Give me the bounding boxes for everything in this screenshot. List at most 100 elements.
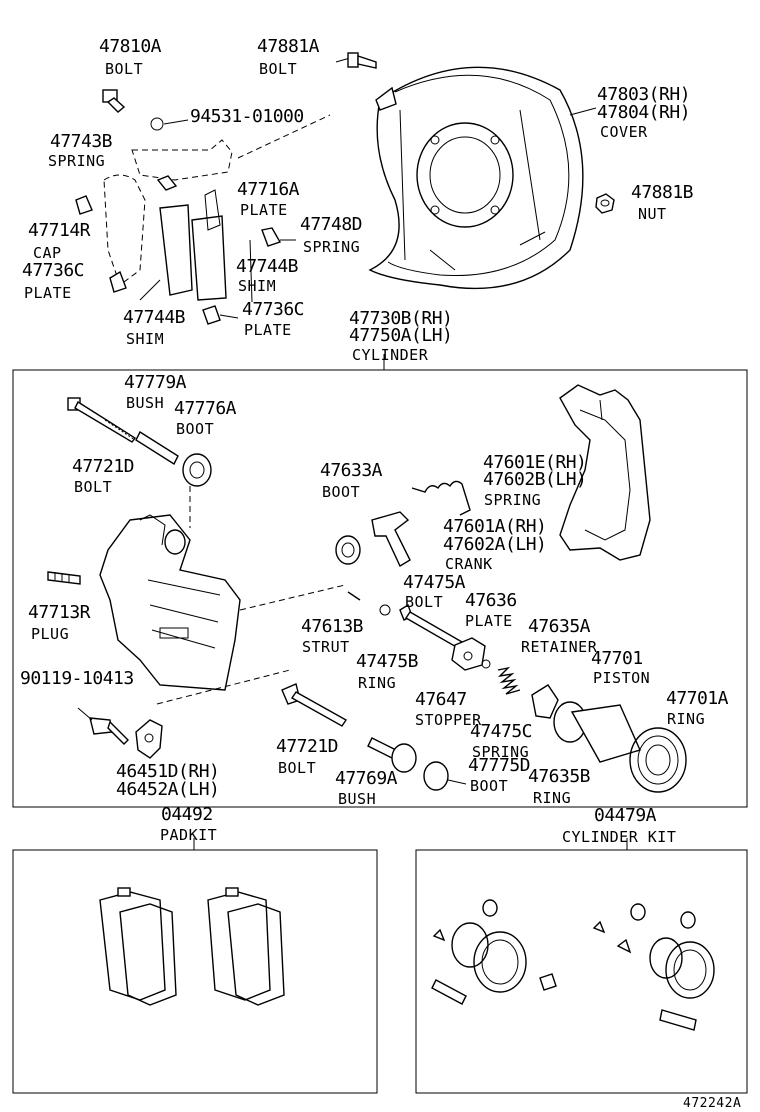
label-47716a-name: PLATE	[240, 201, 288, 219]
label-47721d-bottom-name: BOLT	[278, 759, 317, 777]
label-47881a-pn: 47881A	[257, 36, 320, 57]
label-46451d-pn-lh: 46452A(LH)	[116, 779, 220, 800]
label-47475a-pn: 47475A	[403, 572, 466, 593]
label-47744b-right-name: SHIM	[238, 277, 277, 295]
label-47743b-name: SPRING	[48, 152, 106, 170]
label-47635b-pn: 47635B	[528, 766, 591, 787]
label-47475b-name: RING	[358, 674, 397, 692]
label-47636-name: PLATE	[465, 612, 513, 630]
label-47601e-pn-lh: 47602B(LH)	[483, 469, 587, 490]
label-47636-pn: 47636	[465, 590, 517, 611]
guide-bolt-bottom-shape	[281, 683, 467, 791]
label-47601e-name: SPRING	[484, 491, 542, 509]
label-04479a-name: CYLINDER KIT	[562, 828, 677, 846]
cylinder-kit-box	[415, 849, 748, 1094]
label-47713r-pn: 47713R	[28, 602, 91, 623]
label-47748d-name: SPRING	[303, 238, 361, 256]
label-47721d-top-pn: 47721D	[72, 456, 135, 477]
piston-assembly-shape	[531, 684, 687, 793]
bracket-46451d-shape	[135, 719, 163, 759]
label-47635a-name: RETAINER	[521, 638, 598, 656]
label-04492-pn: 04492	[161, 804, 213, 825]
label-90119-pn: 90119-10413	[20, 668, 134, 689]
label-47744b-left-name: SHIM	[126, 330, 165, 348]
label-47647-pn: 47647	[415, 689, 467, 710]
label-94531-pn: 94531-01000	[190, 106, 304, 127]
label-47776a-pn: 47776A	[174, 398, 237, 419]
cylinder-assembly-box	[12, 369, 748, 808]
label-47613b-pn: 47613B	[301, 616, 364, 637]
bleeder-plug-shape	[47, 571, 81, 585]
label-47701-name: PISTON	[593, 669, 651, 687]
label-46451d-pn-rh: 46451D(RH)	[116, 761, 220, 782]
label-04492-name: PADKIT	[160, 826, 218, 844]
label-47775d-pn: 47775D	[468, 755, 531, 776]
label-47736c-right-pn: 47736C	[242, 299, 305, 320]
label-47635a-pn: 47635A	[528, 616, 591, 637]
spring-47601e-shape	[411, 480, 471, 516]
upper-caliper-mount-shape	[75, 139, 296, 325]
label-47730b-name: CYLINDER	[352, 346, 429, 364]
bolt-47881a-shape	[347, 52, 377, 69]
label-47881a-name: BOLT	[259, 60, 298, 78]
crank-shape	[371, 511, 411, 567]
label-47701-pn: 47701	[591, 648, 643, 669]
label-47810a-name: BOLT	[105, 60, 144, 78]
label-47701a-pn: 47701A	[666, 688, 729, 709]
label-47769a-name: BUSH	[338, 790, 377, 808]
label-47744b-left-pn: 47744B	[123, 307, 186, 328]
strut-shape	[347, 591, 361, 601]
label-47601e-pn-rh: 47601E(RH)	[483, 452, 587, 473]
label-47713r-name: PLUG	[31, 625, 70, 643]
dust-cover-shape	[368, 66, 584, 290]
label-47736c-right-name: PLATE	[244, 321, 292, 339]
label-47736c-left-pn: 47736C	[22, 260, 85, 281]
pad-kit-shape	[99, 887, 285, 1006]
pad-kit-box	[12, 849, 378, 1094]
spring-47475c-shape	[497, 666, 521, 695]
label-47721d-bottom-pn: 47721D	[276, 736, 339, 757]
label-47730b-pn-lh: 47750A(LH)	[349, 325, 453, 346]
label-47721d-top-name: BOLT	[74, 478, 113, 496]
label-47775d-name: BOOT	[470, 777, 509, 795]
diagram-id: 472242A	[683, 1096, 742, 1111]
label-47633a-pn: 47633A	[320, 460, 383, 481]
label-47730b-pn-rh: 47730B(RH)	[349, 308, 453, 329]
bolt-47475a-shape	[399, 603, 463, 649]
label-47633a-name: BOOT	[322, 483, 361, 501]
nut-47881b-shape	[595, 193, 615, 214]
label-47881b-pn: 47881B	[631, 182, 694, 203]
label-47647-name: STOPPER	[415, 711, 482, 729]
guide-bolt-top-shape	[67, 397, 212, 528]
bolt-47810a-shape	[102, 89, 126, 113]
label-47779a-pn: 47779A	[124, 372, 187, 393]
label-47803-pn-rh: 47803(RH)	[597, 84, 691, 105]
bolt-90119-shape	[77, 707, 129, 745]
label-47475b-pn: 47475B	[356, 651, 419, 672]
plate-47636-shape	[451, 637, 491, 671]
caliper-body-shape	[99, 514, 346, 705]
label-47881b-name: NUT	[638, 205, 667, 223]
label-47779a-name: BUSH	[126, 394, 165, 412]
label-47613b-name: STRUT	[302, 638, 350, 656]
label-47714r-name: CAP	[33, 244, 62, 262]
label-47776a-name: BOOT	[176, 420, 215, 438]
label-47475c-pn: 47475C	[470, 721, 533, 742]
label-47701a-name: RING	[667, 710, 706, 728]
label-47744b-right-pn: 47744B	[236, 256, 299, 277]
label-47714r-pn: 47714R	[28, 220, 91, 241]
label-47716a-pn: 47716A	[237, 179, 300, 200]
label-47475c-name: SPRING	[472, 743, 530, 761]
label-47736c-left-name: PLATE	[24, 284, 72, 302]
label-47743b-pn: 47743B	[50, 131, 113, 152]
label-47475a-name: BOLT	[405, 593, 444, 611]
label-47748d-pn: 47748D	[300, 214, 363, 235]
cylinder-kit-shape	[431, 899, 715, 1031]
caliper-support-shape	[559, 384, 651, 561]
label-47601a-name: CRANK	[445, 555, 493, 573]
label-04479a-pn: 04479A	[594, 805, 657, 826]
label-47769a-pn: 47769A	[335, 768, 398, 789]
boot-47633a-shape	[335, 535, 361, 565]
